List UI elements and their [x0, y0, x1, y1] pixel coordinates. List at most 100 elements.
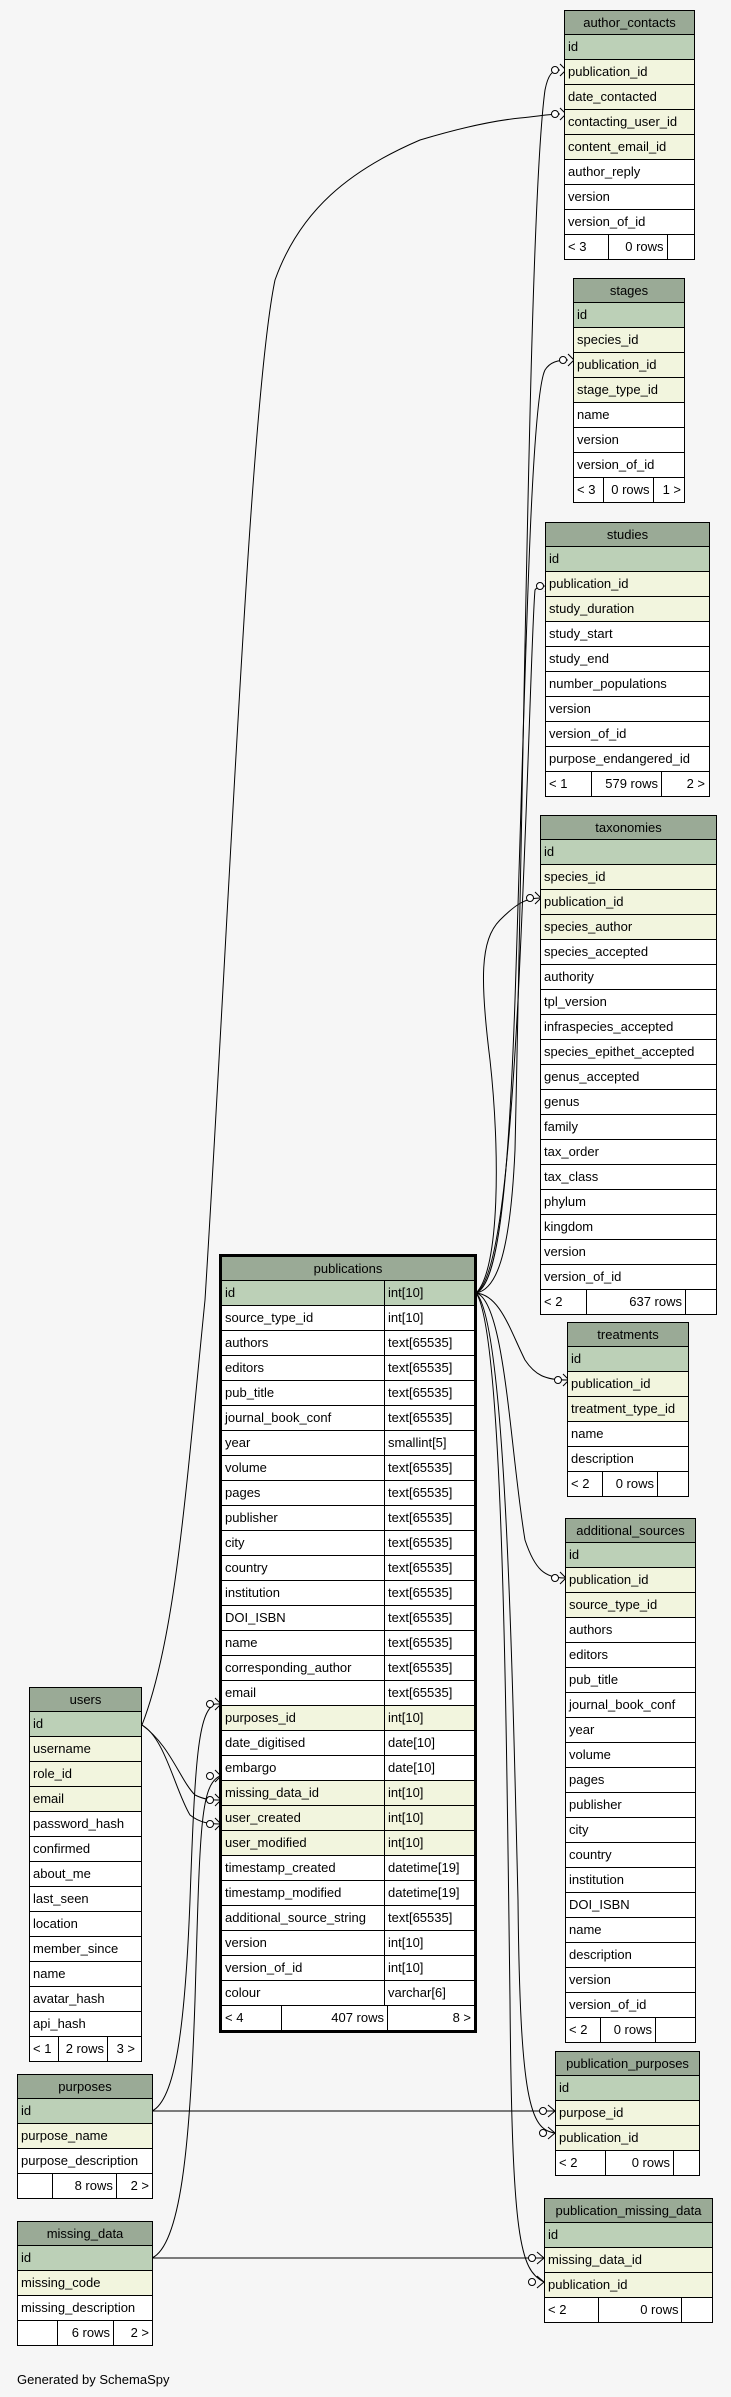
column-row[interactable]: species_accepted — [541, 940, 716, 965]
column-row[interactable]: name — [574, 403, 684, 428]
column-row[interactable]: volume — [566, 1743, 695, 1768]
column-row[interactable]: publication_id — [565, 60, 694, 85]
column-row[interactable]: id — [565, 35, 694, 60]
column-row[interactable]: name — [30, 1962, 141, 1987]
parent-count[interactable]: < 2 — [541, 1290, 587, 1314]
child-count[interactable] — [658, 1472, 687, 1496]
column-row[interactable]: study_end — [546, 647, 709, 672]
column-row[interactable]: email — [30, 1787, 141, 1812]
column-row[interactable]: infraspecies_accepted — [541, 1015, 716, 1040]
column-row[interactable]: version — [546, 697, 709, 722]
column-row[interactable]: description — [566, 1943, 695, 1968]
column-row[interactable]: about_me — [30, 1862, 141, 1887]
parent-count[interactable]: < 1 — [546, 772, 592, 796]
column-row[interactable]: publisher — [566, 1793, 695, 1818]
column-row[interactable]: missing_description — [18, 2296, 152, 2321]
column-row[interactable]: publication_id — [546, 572, 709, 597]
column-row[interactable]: name — [568, 1422, 688, 1447]
column-row[interactable]: tax_class — [541, 1165, 716, 1190]
column-row[interactable]: role_id — [30, 1762, 141, 1787]
parent-count[interactable]: < 3 — [565, 235, 609, 259]
column-row[interactable]: id — [545, 2223, 712, 2248]
parent-count[interactable]: < 2 — [566, 2018, 601, 2042]
column-row[interactable]: phylum — [541, 1190, 716, 1215]
column-row[interactable]: id — [568, 1347, 688, 1372]
column-row[interactable]: id — [566, 1543, 695, 1568]
child-count[interactable]: 8 > — [452, 2010, 471, 2025]
column-row[interactable]: version_of_id — [566, 1993, 695, 2018]
column-row[interactable]: version — [574, 428, 684, 453]
column-row[interactable]: purpose_description — [18, 2149, 152, 2174]
parent-count[interactable]: < 2 — [556, 2151, 606, 2175]
child-count[interactable] — [674, 2151, 698, 2175]
column-row[interactable]: version_of_id — [541, 1265, 716, 1290]
parent-count[interactable]: < 2 — [545, 2298, 600, 2322]
column-row[interactable]: id — [574, 303, 684, 328]
column-row[interactable]: id — [556, 2076, 699, 2101]
column-row[interactable]: location — [30, 1912, 141, 1937]
column-row[interactable]: authors — [566, 1618, 695, 1643]
column-row[interactable]: password_hash — [30, 1812, 141, 1837]
column-row[interactable]: last_seen — [30, 1887, 141, 1912]
column-row[interactable]: species_id — [541, 865, 716, 890]
column-row[interactable]: pages — [566, 1768, 695, 1793]
column-row[interactable]: version — [541, 1240, 716, 1265]
column-row[interactable]: version_of_id — [565, 210, 694, 235]
column-row[interactable]: date_contacted — [565, 85, 694, 110]
column-row[interactable]: source_type_id — [566, 1593, 695, 1618]
column-row[interactable]: study_start — [546, 622, 709, 647]
column-row[interactable]: id — [18, 2246, 152, 2271]
parent-count[interactable] — [18, 2321, 58, 2345]
child-count[interactable]: 2 > — [130, 2178, 149, 2193]
column-row[interactable]: missing_data_id — [545, 2248, 712, 2273]
column-row[interactable]: publication_id — [541, 890, 716, 915]
column-row[interactable]: purpose_name — [18, 2124, 152, 2149]
column-row[interactable]: DOI_ISBN — [566, 1893, 695, 1918]
column-row[interactable]: publication_id — [556, 2126, 699, 2151]
column-row[interactable]: publication_id — [574, 353, 684, 378]
column-row[interactable]: species_id — [574, 328, 684, 353]
column-row[interactable]: id — [18, 2099, 152, 2124]
parent-count[interactable]: < 4 — [222, 2006, 282, 2030]
column-row[interactable]: country — [566, 1843, 695, 1868]
column-row[interactable]: confirmed — [30, 1837, 141, 1862]
column-row[interactable]: name — [566, 1918, 695, 1943]
column-row[interactable]: pub_title — [566, 1668, 695, 1693]
column-row[interactable]: api_hash — [30, 2012, 141, 2037]
column-row[interactable]: authority — [541, 965, 716, 990]
column-row[interactable]: contacting_user_id — [565, 110, 694, 135]
column-row[interactable]: tax_order — [541, 1140, 716, 1165]
column-row[interactable]: city — [566, 1818, 695, 1843]
column-row[interactable]: version_of_id — [546, 722, 709, 747]
column-row[interactable]: purpose_id — [556, 2101, 699, 2126]
